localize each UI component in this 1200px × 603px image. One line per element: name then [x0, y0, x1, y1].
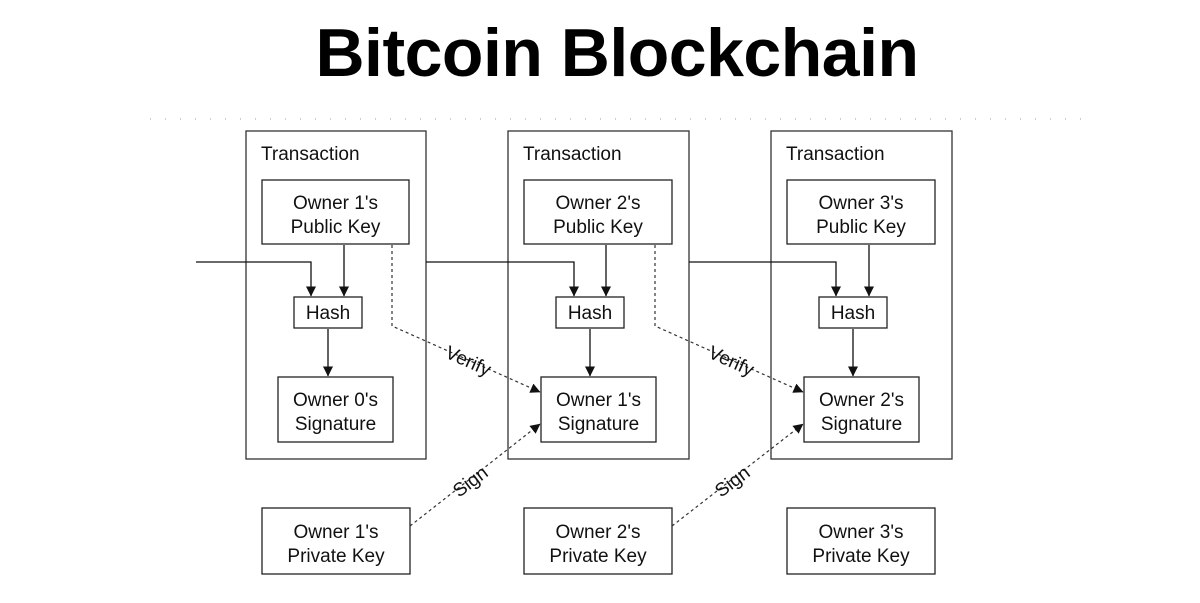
- sign-arrow-2: [671, 423, 804, 527]
- page-title: Bitcoin Blockchain: [315, 15, 919, 91]
- private-key-line-1: Owner 2's: [556, 522, 641, 543]
- transaction-block-1: Transaction Owner 1's Public Key Hash Ow…: [196, 130, 427, 460]
- signature-line-2: Signature: [558, 414, 639, 435]
- transaction-header: Transaction: [261, 144, 360, 165]
- signature-box: [803, 376, 920, 443]
- signature-line-2: Signature: [295, 414, 376, 435]
- signature-line-2: Signature: [821, 414, 902, 435]
- signature-box: [540, 376, 657, 443]
- hash-box: [293, 296, 363, 329]
- public-key-line-2: Public Key: [553, 217, 643, 238]
- chain-arrow-2-to-3: [689, 261, 841, 297]
- verify-arrow-2: [654, 245, 804, 393]
- private-key-box: [261, 507, 411, 575]
- public-key-box: [786, 179, 936, 245]
- verify-label-1: Verify: [442, 342, 494, 381]
- public-key-box: [523, 179, 673, 245]
- hash-box: [555, 296, 625, 329]
- hash-box: [818, 296, 888, 329]
- signature-line-1: Owner 2's: [819, 390, 904, 411]
- public-key-line-1: Owner 1's: [293, 193, 378, 214]
- private-key-box-1: Owner 1's Private Key: [261, 507, 411, 575]
- verify-arrow-1: [391, 245, 541, 393]
- private-key-box-3: Owner 3's Private Key: [786, 507, 936, 575]
- chain-arrow-1-to-2: [426, 261, 579, 297]
- public-key-box: [261, 179, 410, 245]
- signature-line-1: Owner 1's: [556, 390, 641, 411]
- hash-label: Hash: [306, 303, 350, 324]
- transaction-block-2: Transaction Owner 2's Public Key Hash Ow…: [426, 130, 690, 460]
- public-key-line-1: Owner 2's: [556, 193, 641, 214]
- signature-box: [277, 376, 394, 443]
- transaction-block-3: Transaction Owner 3's Public Key Hash Ow…: [689, 130, 953, 460]
- transaction-header: Transaction: [786, 144, 885, 165]
- signature-line-1: Owner 0's: [293, 390, 378, 411]
- public-key-line-2: Public Key: [291, 217, 381, 238]
- sign-label-2: Sign: [711, 462, 754, 502]
- hash-label: Hash: [831, 303, 875, 324]
- private-key-box-2: Owner 2's Private Key: [523, 507, 673, 575]
- private-key-line-2: Private Key: [549, 546, 647, 567]
- private-key-line-2: Private Key: [287, 546, 385, 567]
- verify-label-2: Verify: [705, 342, 757, 381]
- hash-label: Hash: [568, 303, 612, 324]
- sign-label-1: Sign: [449, 462, 492, 502]
- transaction-header: Transaction: [523, 144, 622, 165]
- public-key-line-1: Owner 3's: [819, 193, 904, 214]
- private-key-box: [786, 507, 936, 575]
- private-key-line-1: Owner 3's: [819, 522, 904, 543]
- chain-arrow-in: [196, 261, 316, 297]
- private-key-line-2: Private Key: [812, 546, 910, 567]
- private-key-box: [523, 507, 673, 575]
- private-key-line-1: Owner 1's: [294, 522, 379, 543]
- public-key-line-2: Public Key: [816, 217, 906, 238]
